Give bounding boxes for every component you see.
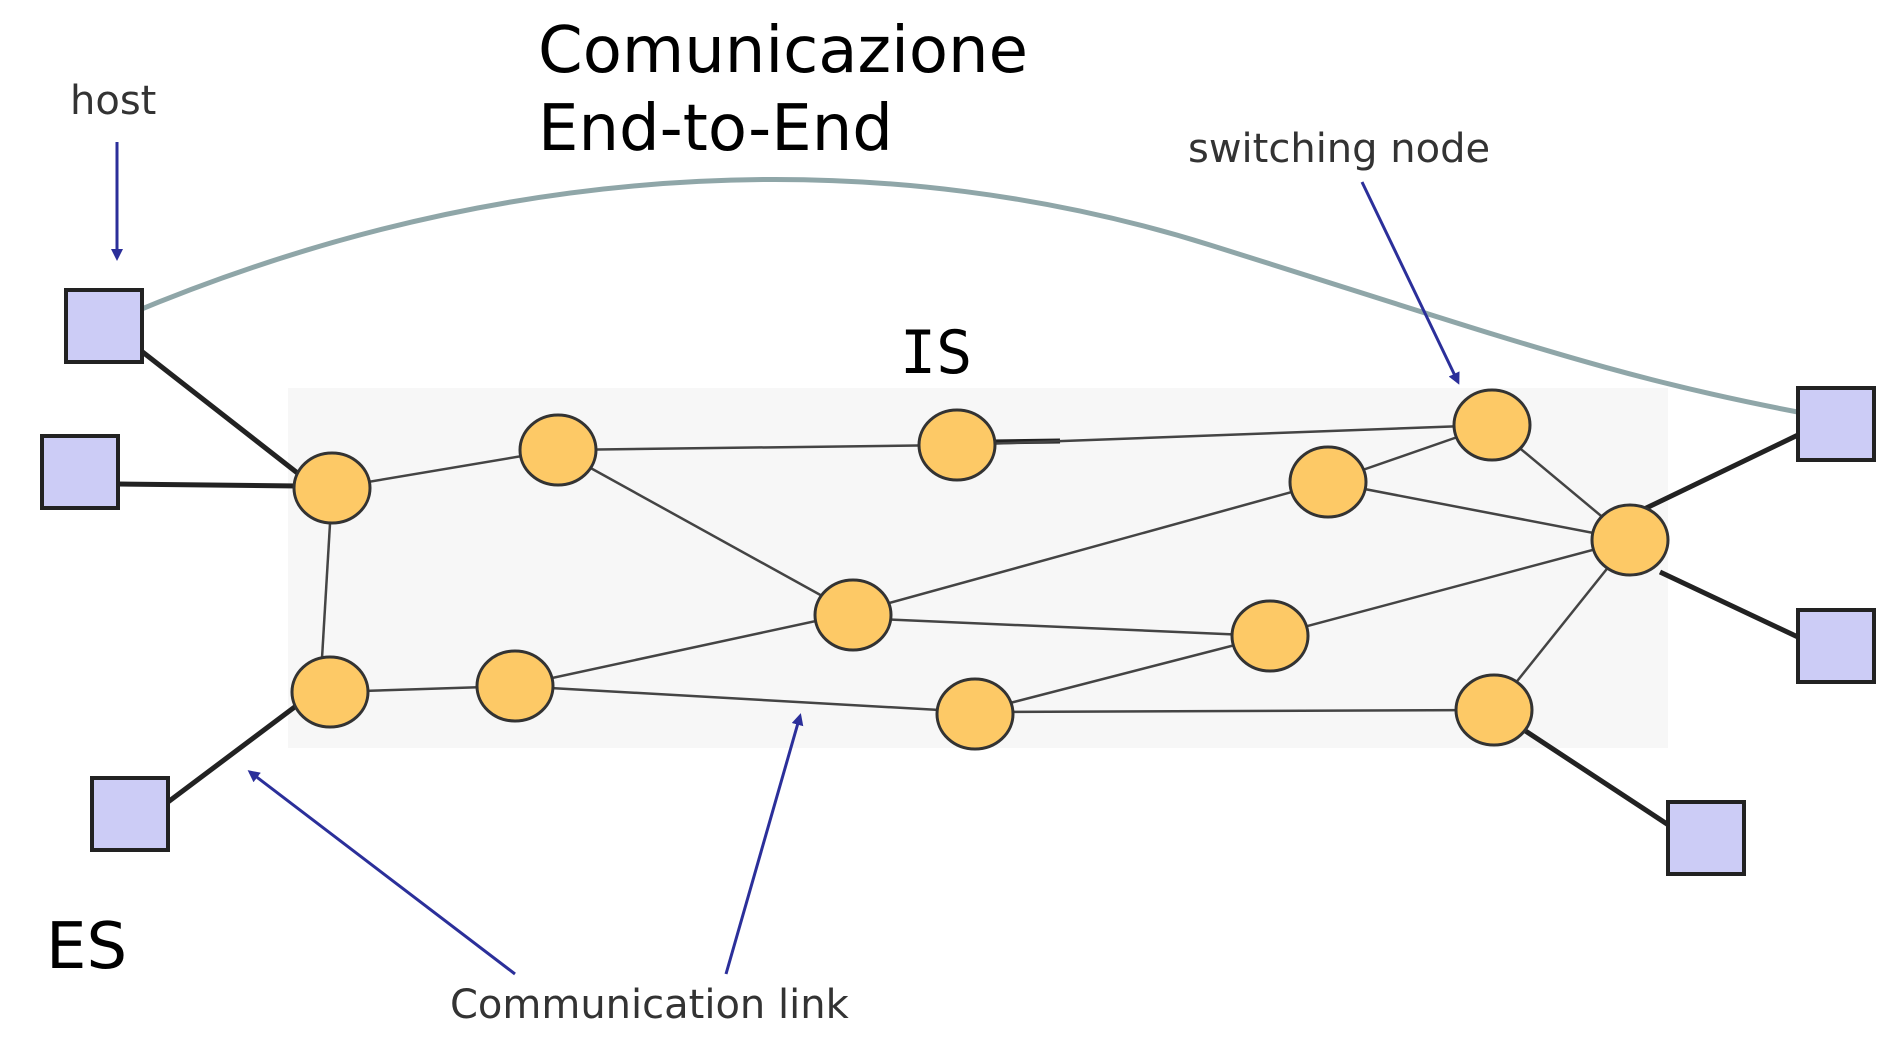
host[interactable] — [1796, 386, 1876, 462]
switching-node[interactable] — [1452, 388, 1532, 462]
communication-link — [514, 684, 976, 714]
communication-link — [557, 443, 958, 452]
host[interactable] — [40, 434, 120, 510]
switching-node[interactable] — [935, 677, 1015, 751]
communication-link — [974, 708, 1495, 714]
switching-node[interactable] — [290, 655, 370, 729]
switching-node[interactable] — [1288, 445, 1368, 519]
communication-link — [514, 611, 854, 688]
switching-node[interactable] — [813, 578, 893, 652]
switching-node-pointer-arrow — [1360, 181, 1460, 385]
communication-link — [1658, 569, 1802, 641]
host-links — [117, 348, 1802, 829]
host-label: host — [70, 78, 157, 124]
communication-link — [852, 480, 1329, 615]
end-to-end-arc — [119, 177, 1831, 421]
link-pointer-arrow — [247, 770, 516, 976]
communication-link — [1522, 727, 1672, 829]
pointer-arrows — [111, 142, 1460, 976]
es-label: ES — [46, 910, 128, 984]
hosts — [40, 288, 1876, 876]
switching-node[interactable] — [917, 408, 997, 482]
communication-link — [1327, 480, 1631, 542]
communication-link — [852, 616, 1271, 638]
communication-link-label: Communication link — [450, 982, 849, 1028]
communication-link — [956, 423, 1493, 447]
diagram-title-line1: Comunicazione — [538, 14, 1028, 88]
link-pointer-arrow — [724, 713, 804, 975]
communication-link — [1636, 431, 1802, 515]
host[interactable] — [64, 288, 144, 364]
communication-link — [557, 448, 854, 615]
diagram-title-line2: End-to-End — [538, 92, 893, 166]
communication-link — [117, 481, 299, 489]
switching-node[interactable] — [475, 649, 555, 723]
switching-node[interactable] — [1590, 503, 1670, 577]
switching-nodes — [290, 388, 1670, 751]
host[interactable] — [1796, 608, 1876, 684]
communication-link — [138, 348, 302, 477]
switching-node-label: switching node — [1188, 126, 1491, 172]
switching-node[interactable] — [518, 413, 598, 487]
switching-node[interactable] — [1454, 673, 1534, 747]
switching-node[interactable] — [292, 451, 372, 525]
switching-node[interactable] — [1230, 599, 1310, 673]
is-label: IS — [900, 318, 973, 388]
host[interactable] — [1666, 800, 1746, 876]
communication-link — [1269, 538, 1631, 638]
communication-link — [974, 634, 1271, 714]
communication-link — [166, 704, 298, 804]
host[interactable] — [90, 776, 170, 852]
